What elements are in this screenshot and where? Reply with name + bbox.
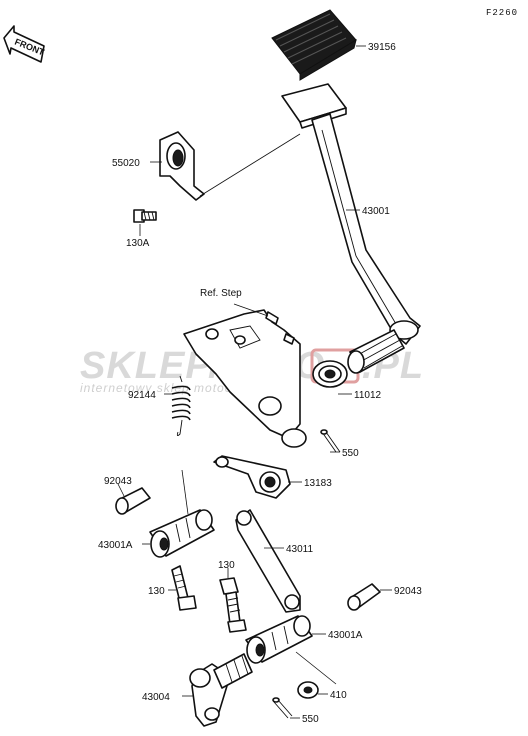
part-shaft-lever <box>189 653 253 727</box>
label-43004: 43004 <box>142 692 170 703</box>
part-washer <box>297 681 319 699</box>
label-130-right: 130 <box>218 560 235 571</box>
label-43001A-lower: 43001A <box>328 630 363 641</box>
part-joint-lower <box>245 615 313 664</box>
label-43001: 43001 <box>362 206 390 217</box>
label-410: 410 <box>330 690 347 701</box>
part-brake-pedal <box>281 83 421 374</box>
label-39156: 39156 <box>368 42 396 53</box>
label-92144: 92144 <box>128 390 156 401</box>
part-ref-step <box>183 303 307 448</box>
part-pin-lower <box>347 583 381 611</box>
label-43001A-upper: 43001A <box>98 540 133 551</box>
part-bolt-130a <box>133 209 157 223</box>
figure-code: F2260 <box>486 8 518 18</box>
label-13183: 13183 <box>304 478 332 489</box>
label-92043-upper: 92043 <box>104 476 132 487</box>
part-bracket <box>159 131 301 201</box>
part-lever-13183 <box>213 455 291 499</box>
label-55020: 55020 <box>112 158 140 169</box>
part-spring <box>171 375 191 437</box>
watermark-brand-left: SKLEP <box>80 345 212 387</box>
label-43011: 43011 <box>286 544 314 555</box>
part-seal <box>312 360 348 388</box>
part-cotter-pin-upper <box>320 429 341 453</box>
label-130A: 130A <box>126 238 150 249</box>
label-92043-lower: 92043 <box>394 586 422 597</box>
part-bolt-130-right <box>219 577 247 633</box>
part-rod <box>235 509 301 613</box>
part-bolt-130-left <box>171 565 197 611</box>
label-130-left: 130 <box>148 586 165 597</box>
front-arrow-icon: FRONT <box>3 25 46 63</box>
part-cotter-pin-lower <box>272 697 293 719</box>
label-550-lower: 550 <box>302 714 319 725</box>
part-pin-upper <box>115 487 151 515</box>
label-11012: 11012 <box>354 390 382 401</box>
part-pedal-rubber <box>271 9 357 81</box>
label-550-upper: 550 <box>342 448 359 459</box>
ref-step-label: Ref. Step <box>200 288 242 299</box>
part-joint-upper <box>149 509 215 558</box>
